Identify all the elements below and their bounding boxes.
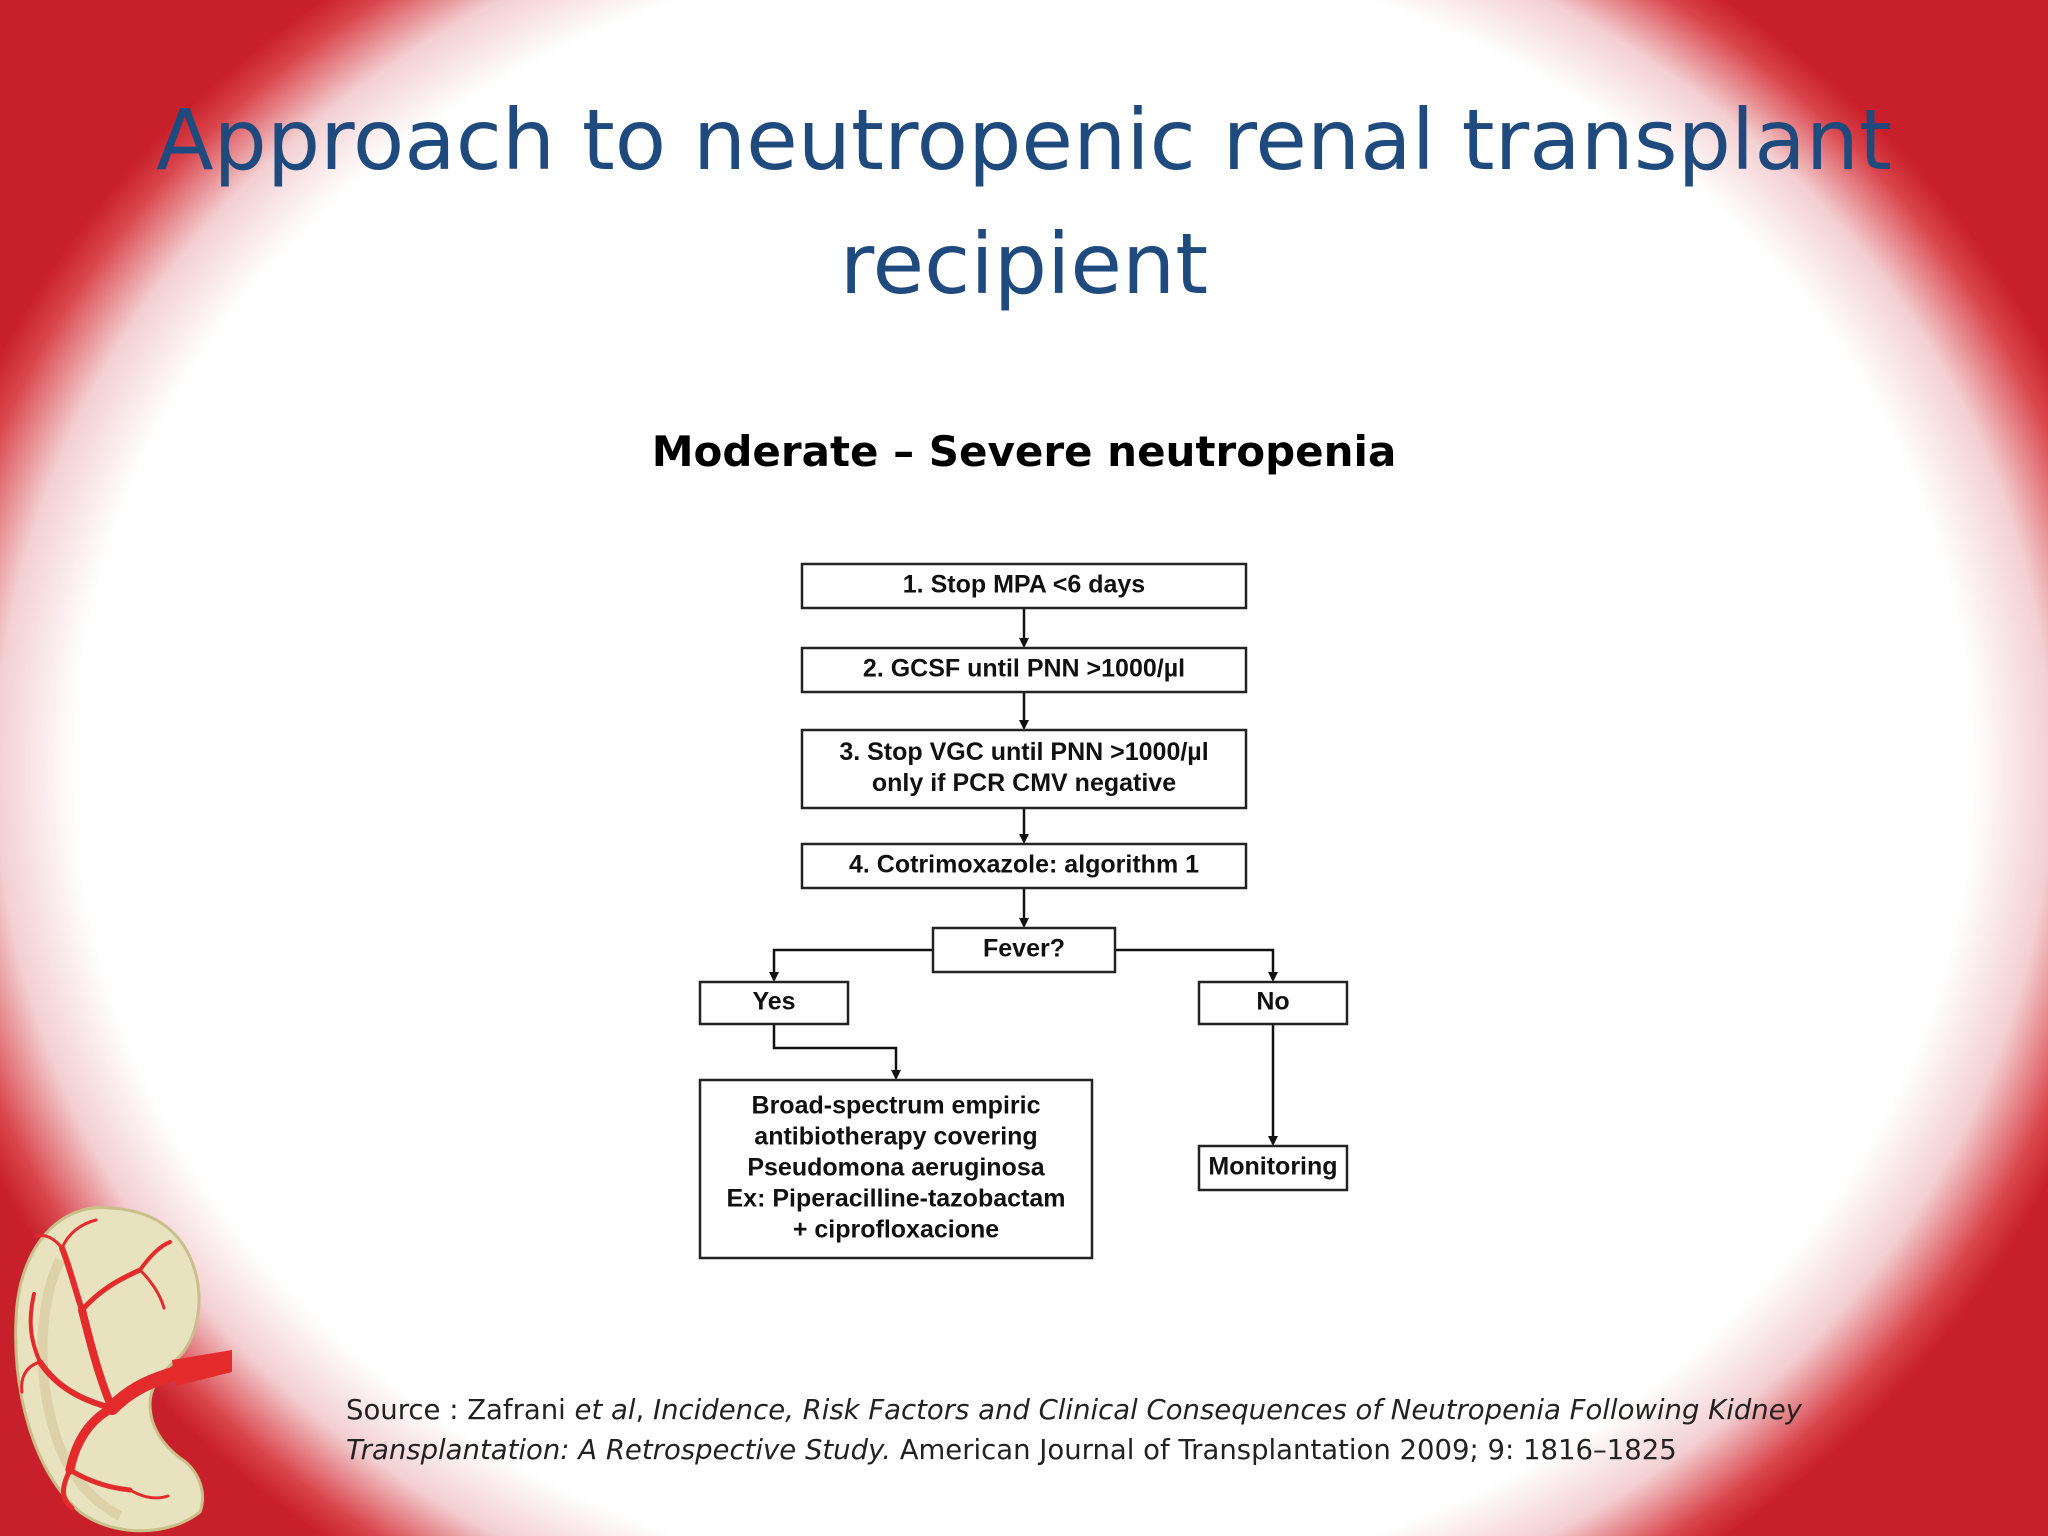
node-label-treatment: + ciprofloxacione	[793, 1216, 999, 1244]
source-journal: American Journal of Transplantation 2009…	[890, 1434, 1677, 1466]
source-prefix: Source : Zafrani	[346, 1394, 575, 1426]
edge-fever-to-no	[1115, 948, 1278, 982]
node-label-monitoring: Monitoring	[1208, 1153, 1337, 1181]
node-box-step3	[800, 728, 1248, 810]
node-box-step4	[800, 842, 1248, 890]
node-label-step4: 4. Cotrimoxazole: algorithm 1	[849, 851, 1199, 879]
flowchart-edges	[769, 608, 1278, 1146]
node-box-treatment	[698, 1078, 1094, 1260]
node-step3: 3. Stop VGC until PNN >1000/µl only if PC…	[800, 728, 1248, 810]
source-authors: et al	[574, 1394, 636, 1426]
node-fever: Fever?	[931, 926, 1117, 974]
node-label-step3: 3. Stop VGC until PNN >1000/µl	[839, 738, 1208, 766]
flowchart-nodes: 1. Stop MPA <6 days 2. GCSF until PNN >10…	[698, 562, 1349, 1260]
node-no: No	[1197, 980, 1349, 1026]
source-article-title: Incidence, Risk Factors and Clinical Con…	[346, 1394, 1802, 1466]
node-label-yes: Yes	[752, 988, 795, 1016]
node-label-step2: 2. GCSF until PNN >1000/µl	[863, 655, 1185, 683]
node-step2: 2. GCSF until PNN >1000/µl	[800, 646, 1248, 694]
node-label-treatment: Broad-spectrum empiric	[752, 1092, 1041, 1120]
node-box-step2	[800, 646, 1248, 694]
node-label-step1: 1. Stop MPA <6 days	[903, 571, 1145, 599]
node-box-yes	[698, 980, 850, 1026]
node-step1: 1. Stop MPA <6 days	[800, 562, 1248, 610]
slide-title: Approach to neutropenic renal transplant…	[156, 91, 1892, 313]
node-step4: 4. Cotrimoxazole: algorithm 1	[800, 842, 1248, 890]
node-label-fever: Fever?	[983, 935, 1065, 963]
node-box-fever	[931, 926, 1117, 974]
node-box-no	[1197, 980, 1349, 1026]
node-label-no: No	[1256, 988, 1289, 1016]
slide-subtitle: Moderate – Severe neutropenia	[651, 427, 1397, 476]
node-label-treatment: Pseudomona aeruginosa	[747, 1154, 1045, 1182]
source-citation: Source : Zafrani et al, Incidence, Risk …	[346, 1390, 1906, 1470]
node-yes: Yes	[698, 980, 850, 1026]
node-label-treatment: Ex: Piperacilline-tazobactam	[726, 1185, 1065, 1213]
node-monitoring: Monitoring	[1197, 1144, 1349, 1192]
node-label-treatment: antibiotherapy covering	[754, 1123, 1037, 1151]
node-box-step1	[800, 562, 1248, 610]
node-label-step3: only if PCR CMV negative	[872, 769, 1176, 797]
kidney-illustration	[14, 1206, 232, 1533]
node-treatment: Broad-spectrum empiric antibiotherapy cov…	[698, 1078, 1094, 1260]
edge-fever-to-yes	[769, 948, 933, 982]
source-separator: ,	[635, 1394, 653, 1426]
edge-yes-to-treatment	[772, 1024, 901, 1080]
node-box-monitoring	[1197, 1144, 1349, 1192]
